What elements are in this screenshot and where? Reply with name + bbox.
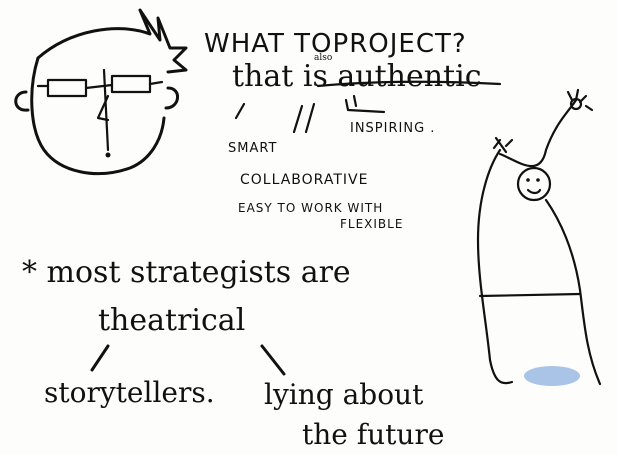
face-with-glasses-drawing bbox=[14, 8, 188, 175]
quality-inspiring: INSPIRING . bbox=[350, 121, 435, 136]
heading-small-word: also bbox=[314, 53, 332, 63]
quality-flexible: FLEXIBLE bbox=[340, 217, 403, 231]
note-line1: * most strategists are bbox=[22, 255, 351, 290]
branch-left-line bbox=[90, 344, 110, 372]
branch-left-text: storytellers. bbox=[44, 376, 215, 409]
quality-collaborative: COLLABORATIVE bbox=[240, 172, 368, 188]
heading-line2: that is authentic bbox=[232, 59, 482, 94]
stick-figure-drawing bbox=[476, 88, 602, 386]
quality-smart: SMART bbox=[228, 141, 277, 156]
note-line2: theatrical bbox=[98, 303, 245, 338]
authentic-underline bbox=[316, 80, 502, 88]
heading-line1: WHAT TOPROJECT? bbox=[204, 29, 467, 59]
quality-branch-lines bbox=[234, 94, 386, 134]
branch-right-line1: lying about bbox=[264, 378, 424, 411]
branch-right-line2: the future bbox=[302, 418, 444, 451]
branch-right-line bbox=[260, 344, 286, 376]
shadow-blob bbox=[524, 366, 580, 386]
quality-easy: EASY TO WORK WITH bbox=[238, 201, 383, 215]
